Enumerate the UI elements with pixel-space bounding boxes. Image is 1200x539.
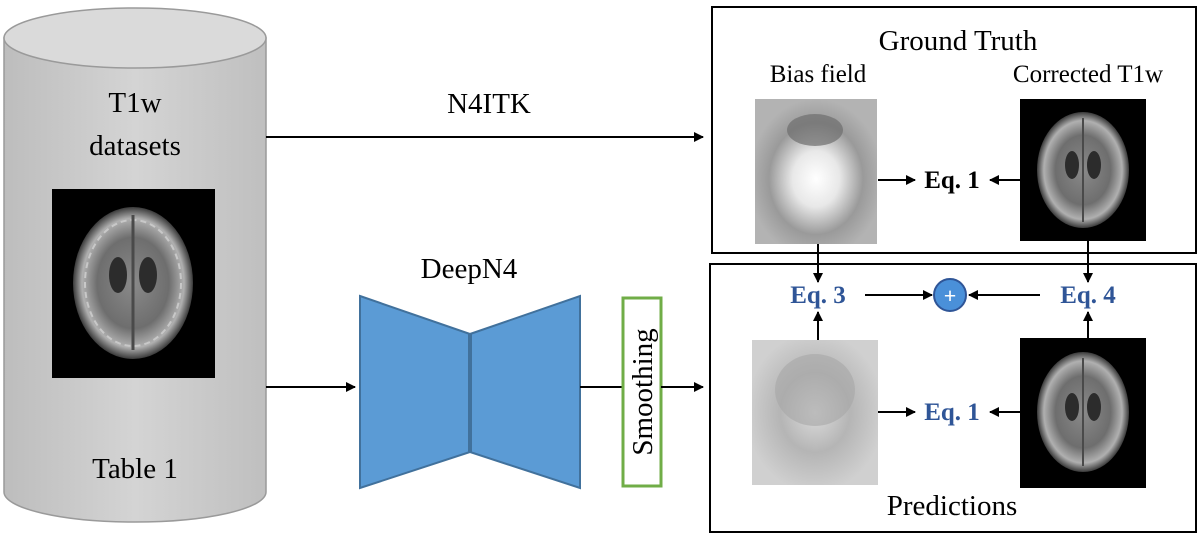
ground-truth-title: Ground Truth [879,25,1038,57]
gt-bias-field-image [755,99,877,244]
smoothing-box [621,296,663,488]
plus-sign: + [944,283,957,308]
pred-corrected-t1w-image [1020,338,1146,488]
datasets-title-line1: T1w [108,87,161,119]
gt-eq1-label: Eq. 1 [924,167,980,194]
model-label: DeepN4 [421,253,518,285]
n4itk-label: N4ITK [447,88,531,120]
predictions-title: Predictions [887,490,1018,522]
pred-eq3-label: Eq. 3 [790,282,846,309]
plus-circle: + [933,278,967,312]
pred-eq1-label: Eq. 1 [924,399,980,426]
datasets-footer: Table 1 [92,453,178,485]
smoothing-label: Smoothing [627,328,659,455]
bias-field-label: Bias field [770,61,867,88]
pred-bias-field-image [752,340,878,485]
datasets-title-line2: datasets [89,130,181,162]
corrected-t1w-label: Corrected T1w [1013,61,1163,88]
input-mri-image [52,189,215,378]
deepn4-network [359,294,581,490]
gt-corrected-t1w-image [1020,99,1146,241]
pred-eq4-label: Eq. 4 [1060,282,1116,309]
